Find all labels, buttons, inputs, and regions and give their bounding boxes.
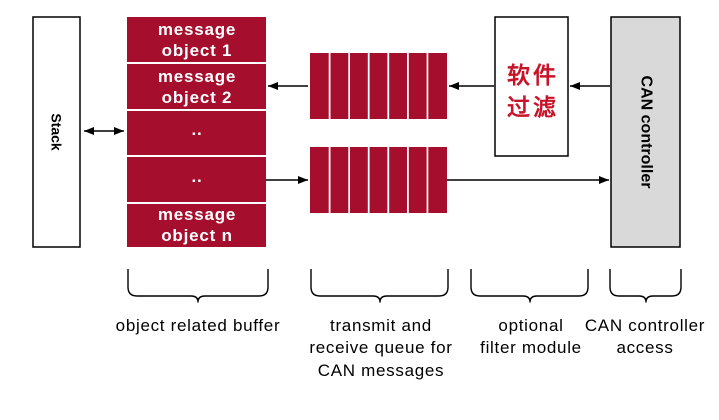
message-object-label: object 1 xyxy=(162,41,233,60)
ellipsis-label: .. xyxy=(191,167,202,186)
queue-slot xyxy=(408,53,427,119)
caption-line: object related buffer xyxy=(116,316,281,335)
receive-queue xyxy=(310,53,447,119)
brace-filter-module xyxy=(470,269,589,303)
message-object-ellipsis: .. xyxy=(191,120,202,139)
queue-slot xyxy=(330,53,349,119)
brace-object-related-buffer xyxy=(127,269,269,303)
queue-slot xyxy=(428,147,447,213)
queue-slot xyxy=(310,147,329,213)
queue-slot xyxy=(369,147,388,213)
caption-object-related-buffer: object related buffer xyxy=(116,316,281,335)
caption-filter-module: optional filter module xyxy=(480,316,582,357)
queue-slot xyxy=(428,53,447,119)
filter-box xyxy=(494,16,569,157)
can-controller-box xyxy=(610,16,681,248)
caption-line: optional xyxy=(498,316,563,335)
queue-slot xyxy=(330,147,349,213)
object-related-buffer: message object 1 message object 2 .. .. … xyxy=(127,17,266,247)
message-object-label: message xyxy=(158,205,236,224)
stack-label: Stack xyxy=(49,113,65,151)
caption-line: CAN controller xyxy=(585,316,705,335)
caption-queues: transmit and receive queue for CAN messa… xyxy=(309,316,452,380)
message-object-label: message xyxy=(158,20,236,39)
filter-label: 过滤 xyxy=(507,95,559,121)
can-controller-block: CAN controller xyxy=(610,16,681,248)
message-object-label: object 2 xyxy=(162,88,233,107)
stack-block: Stack xyxy=(32,16,81,248)
caption-line: CAN messages xyxy=(318,361,445,380)
brace-queues xyxy=(310,269,449,303)
queue-slot xyxy=(369,53,388,119)
message-object-label: message xyxy=(158,67,236,86)
message-object-2: message object 2 xyxy=(158,67,236,107)
caption-controller-access: CAN controller access xyxy=(585,316,705,357)
queue-slot xyxy=(310,53,329,119)
message-object-label: object n xyxy=(161,226,233,245)
caption-line: transmit and xyxy=(330,316,432,335)
filter-block: 软件 过滤 xyxy=(494,16,569,157)
queue-slot xyxy=(350,53,368,119)
filter-label: 软件 xyxy=(507,62,559,89)
transmit-queue xyxy=(310,147,447,213)
brace-controller-access xyxy=(609,269,682,303)
ellipsis-label: .. xyxy=(191,120,202,139)
caption-line: access xyxy=(616,338,673,357)
can-controller-label: CAN controller xyxy=(638,76,655,189)
stack-box xyxy=(32,16,81,248)
queue-slot xyxy=(389,147,407,213)
queue-slot xyxy=(408,147,427,213)
message-object-1: message object 1 xyxy=(158,20,236,60)
queue-slot xyxy=(389,53,407,119)
buffer-background xyxy=(127,17,266,247)
message-object-ellipsis: .. xyxy=(191,167,202,186)
message-object-n: message object n xyxy=(158,205,236,245)
queue-slot xyxy=(350,147,368,213)
caption-line: receive queue for xyxy=(309,338,452,357)
caption-line: filter module xyxy=(480,338,582,357)
